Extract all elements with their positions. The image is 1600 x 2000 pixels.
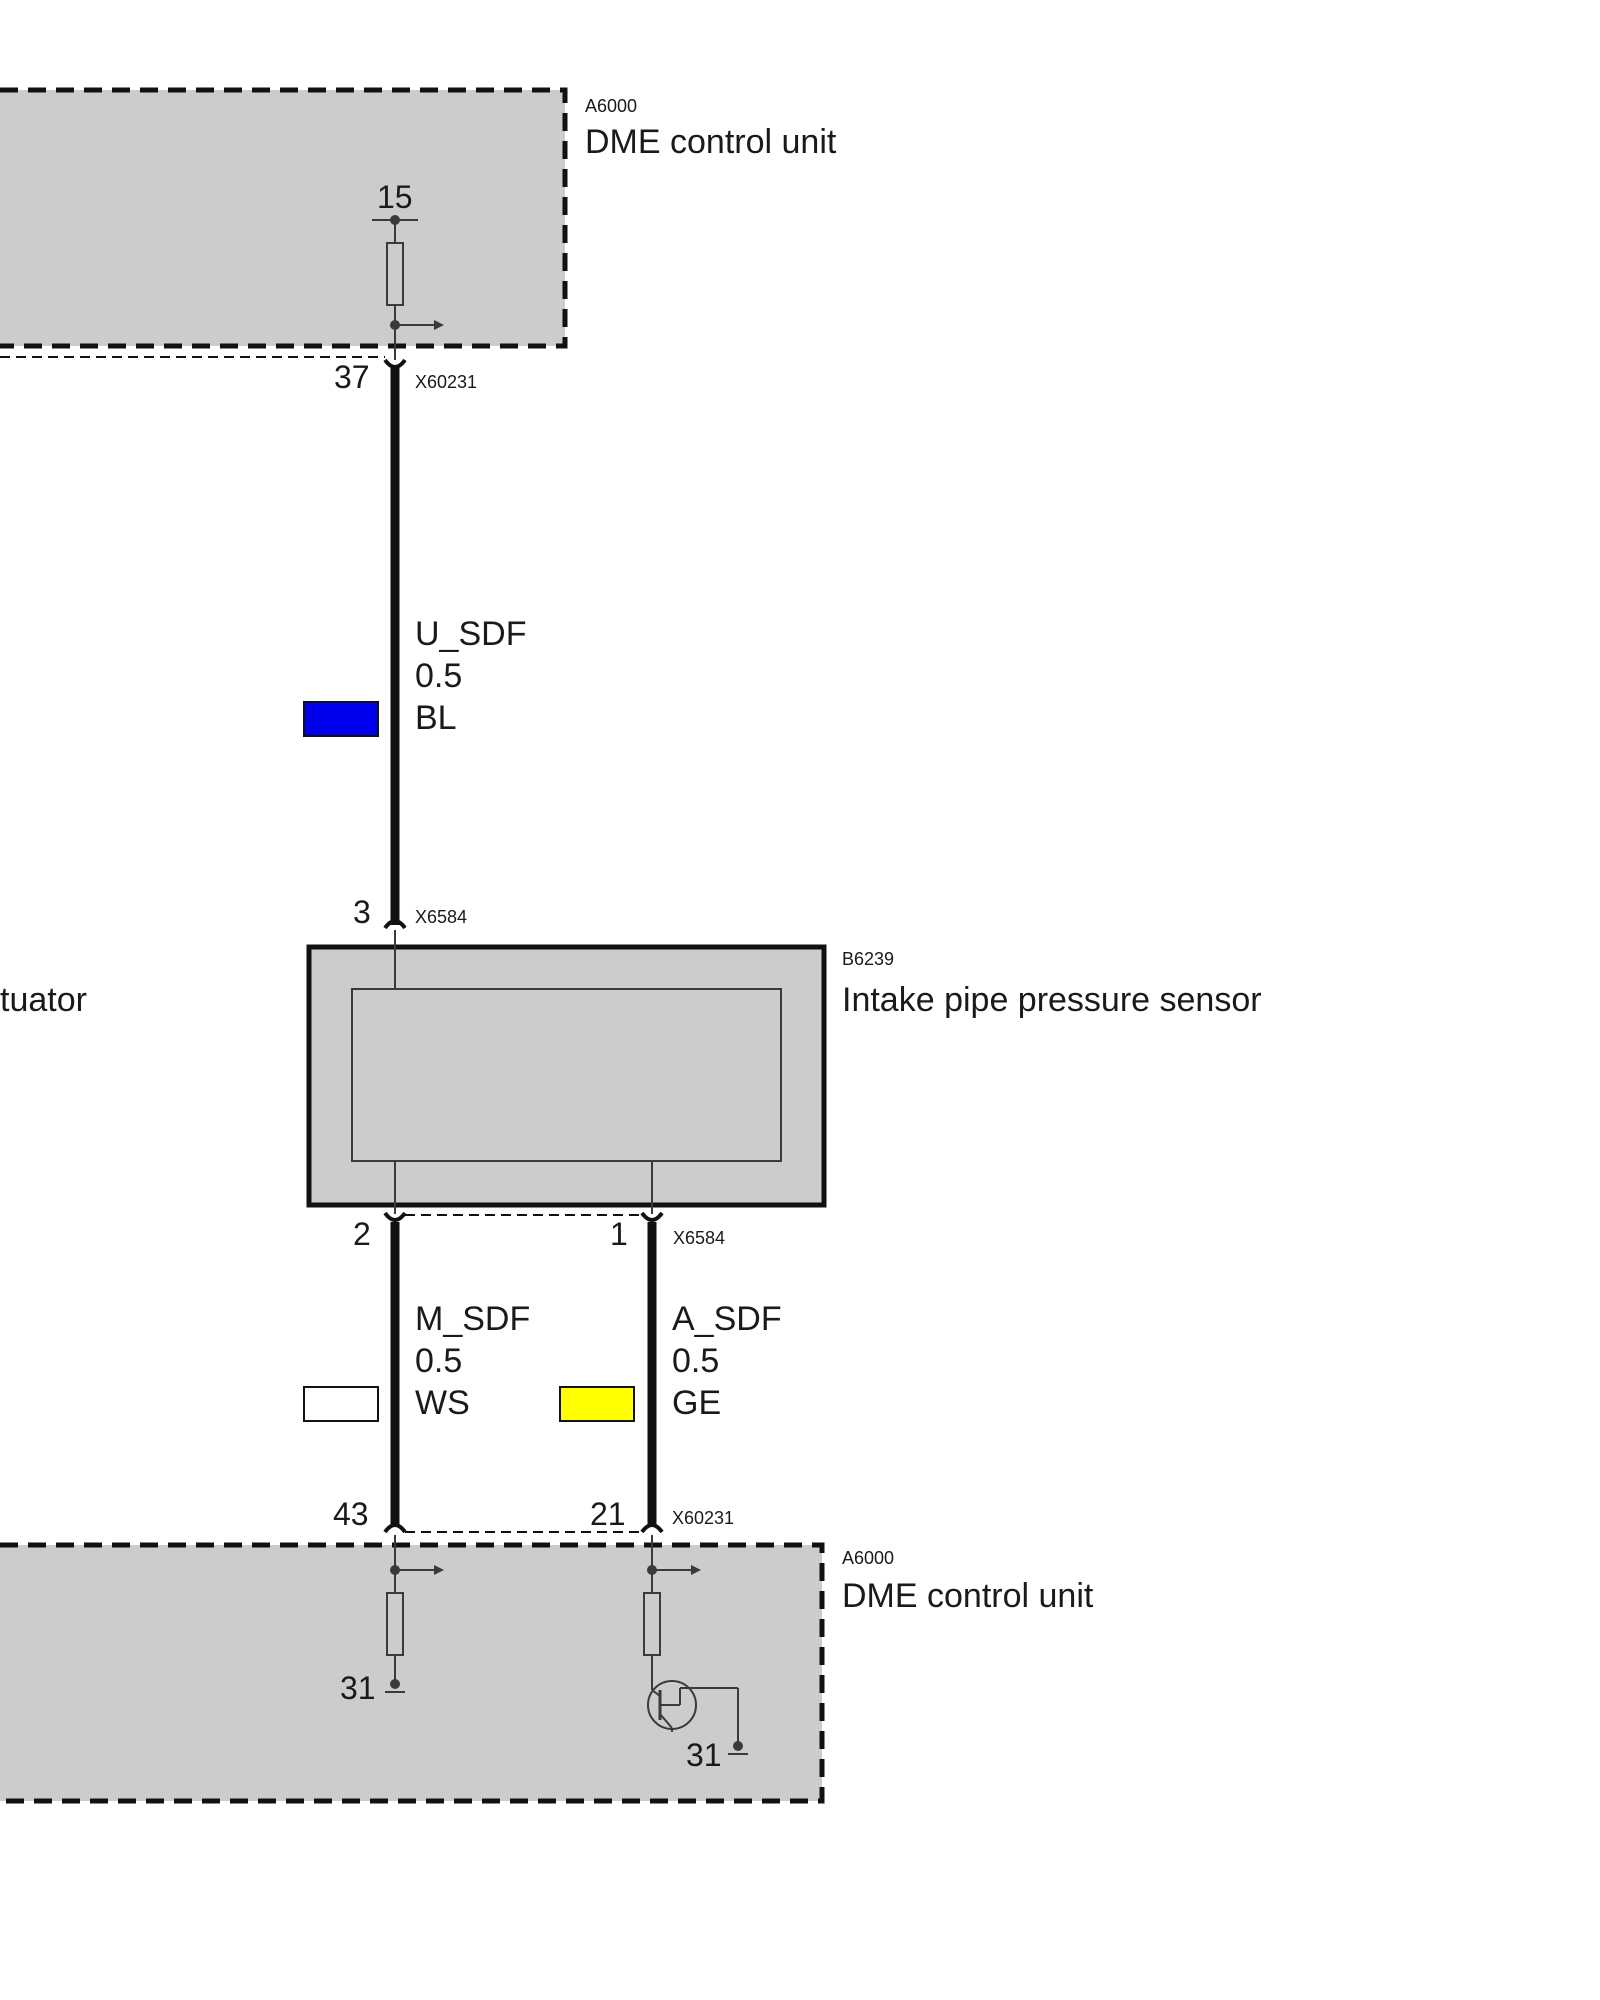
- sensor-name: Intake pipe pressure sensor: [842, 981, 1262, 1019]
- wire-m-signal: M_SDF: [415, 1300, 530, 1338]
- top-unit-terminal-label: 15: [377, 179, 413, 215]
- left-cut-label: tuator: [0, 981, 87, 1019]
- top-connector-pin: 37: [334, 359, 370, 395]
- sensor-bottom-pin-right: 1: [610, 1216, 628, 1252]
- connector-pin-37: [383, 358, 407, 369]
- wire-u-color-swatch: [303, 701, 379, 737]
- ground-right-label: 31: [686, 1737, 722, 1773]
- bottom-dme-control-unit: [0, 1535, 825, 1804]
- bottom-connector-pin-left: 43: [333, 1496, 369, 1532]
- bottom-connector-pin-right: 21: [590, 1496, 626, 1532]
- top-connector-code: X60231: [415, 372, 477, 392]
- bottom-connector-code: X60231: [672, 1508, 734, 1528]
- ground-left-label: 31: [340, 1670, 376, 1706]
- wire-u-size: 0.5: [415, 657, 462, 695]
- bottom-unit-name: DME control unit: [842, 1577, 1094, 1615]
- wire-a-size: 0.5: [672, 1342, 719, 1380]
- intake-pipe-pressure-sensor: [306, 930, 827, 1214]
- connector-pin-3: [383, 919, 407, 930]
- wire-u-signal: U_SDF: [415, 615, 526, 653]
- sensor-code: B6239: [842, 949, 894, 969]
- wire-m-color-swatch: [303, 1386, 379, 1422]
- top-dme-control-unit: [0, 87, 568, 360]
- sensor-top-pin: 3: [353, 894, 371, 930]
- wire-a-signal: A_SDF: [672, 1300, 782, 1338]
- wire-a-color-swatch: [559, 1386, 635, 1422]
- sensor-top-connector-code: X6584: [415, 907, 467, 927]
- top-unit-name: DME control unit: [585, 123, 837, 161]
- top-unit-code: A6000: [585, 96, 637, 116]
- sensor-bottom-connector-code: X6584: [673, 1228, 725, 1248]
- sensor-bottom-pin-left: 2: [353, 1216, 371, 1252]
- connector-pin-43: [383, 1523, 407, 1534]
- wire-m-size: 0.5: [415, 1342, 462, 1380]
- connector-pin-2: [383, 1211, 407, 1222]
- wire-m-color-code: WS: [415, 1384, 470, 1422]
- wire-u-color-code: BL: [415, 699, 457, 737]
- bottom-unit-code: A6000: [842, 1548, 894, 1568]
- connector-pin-1: [640, 1211, 664, 1222]
- wire-a-color-code: GE: [672, 1384, 721, 1422]
- connector-pin-21: [640, 1523, 664, 1534]
